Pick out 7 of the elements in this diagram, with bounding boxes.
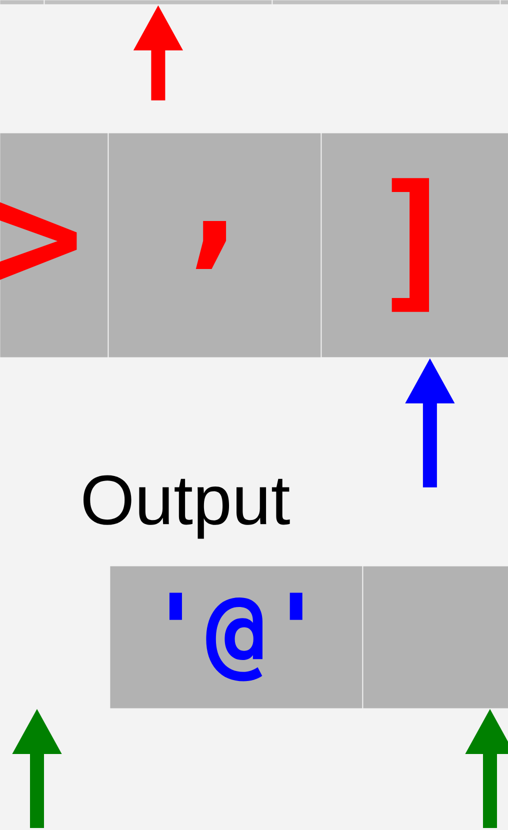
node-label: ] [392,178,430,312]
node-label: , [196,221,226,269]
row-label: Output [84,475,290,539]
node-label: '@' [169,592,302,682]
code-cell: , [108,133,321,358]
code-cell: '@' [110,566,362,708]
code-cell: ] [322,133,508,358]
